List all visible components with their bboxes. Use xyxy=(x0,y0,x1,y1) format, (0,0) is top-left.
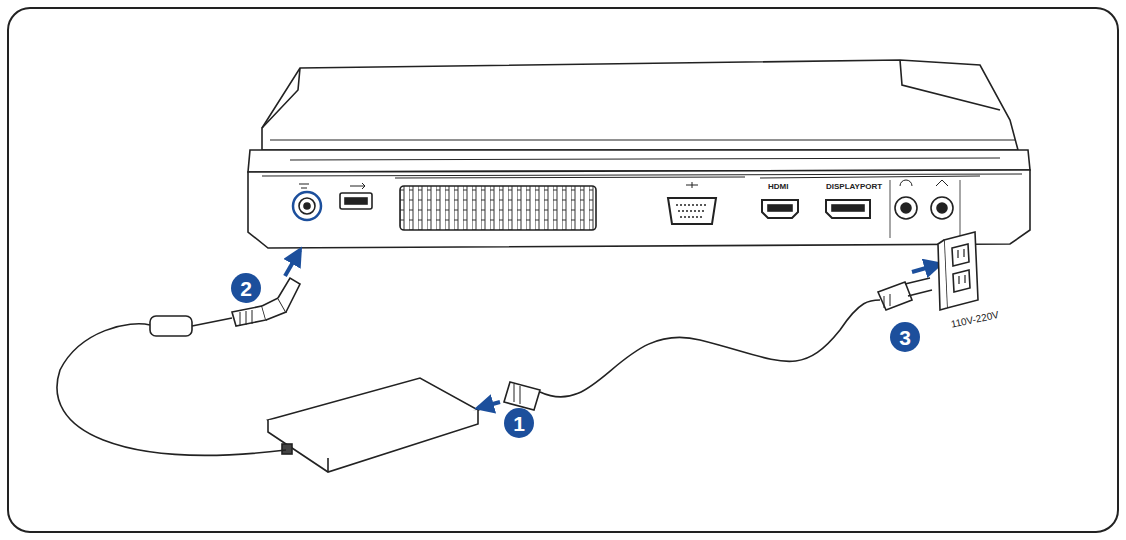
port-label: DISPLAYPORT xyxy=(826,183,882,191)
insert-arrow xyxy=(912,264,940,272)
insert-arrow xyxy=(285,250,300,276)
ac-cable xyxy=(504,278,932,410)
insert-arrow xyxy=(478,402,500,408)
laptop xyxy=(248,60,1030,248)
wall-outlet xyxy=(938,232,978,310)
callout-number: 1 xyxy=(504,408,534,438)
dc-cable xyxy=(57,278,300,455)
callout-number: 3 xyxy=(890,322,920,352)
port-label: HDMI xyxy=(768,183,788,191)
callout-number: 2 xyxy=(231,273,261,303)
power-adapter xyxy=(268,378,478,472)
frame xyxy=(8,8,1118,532)
